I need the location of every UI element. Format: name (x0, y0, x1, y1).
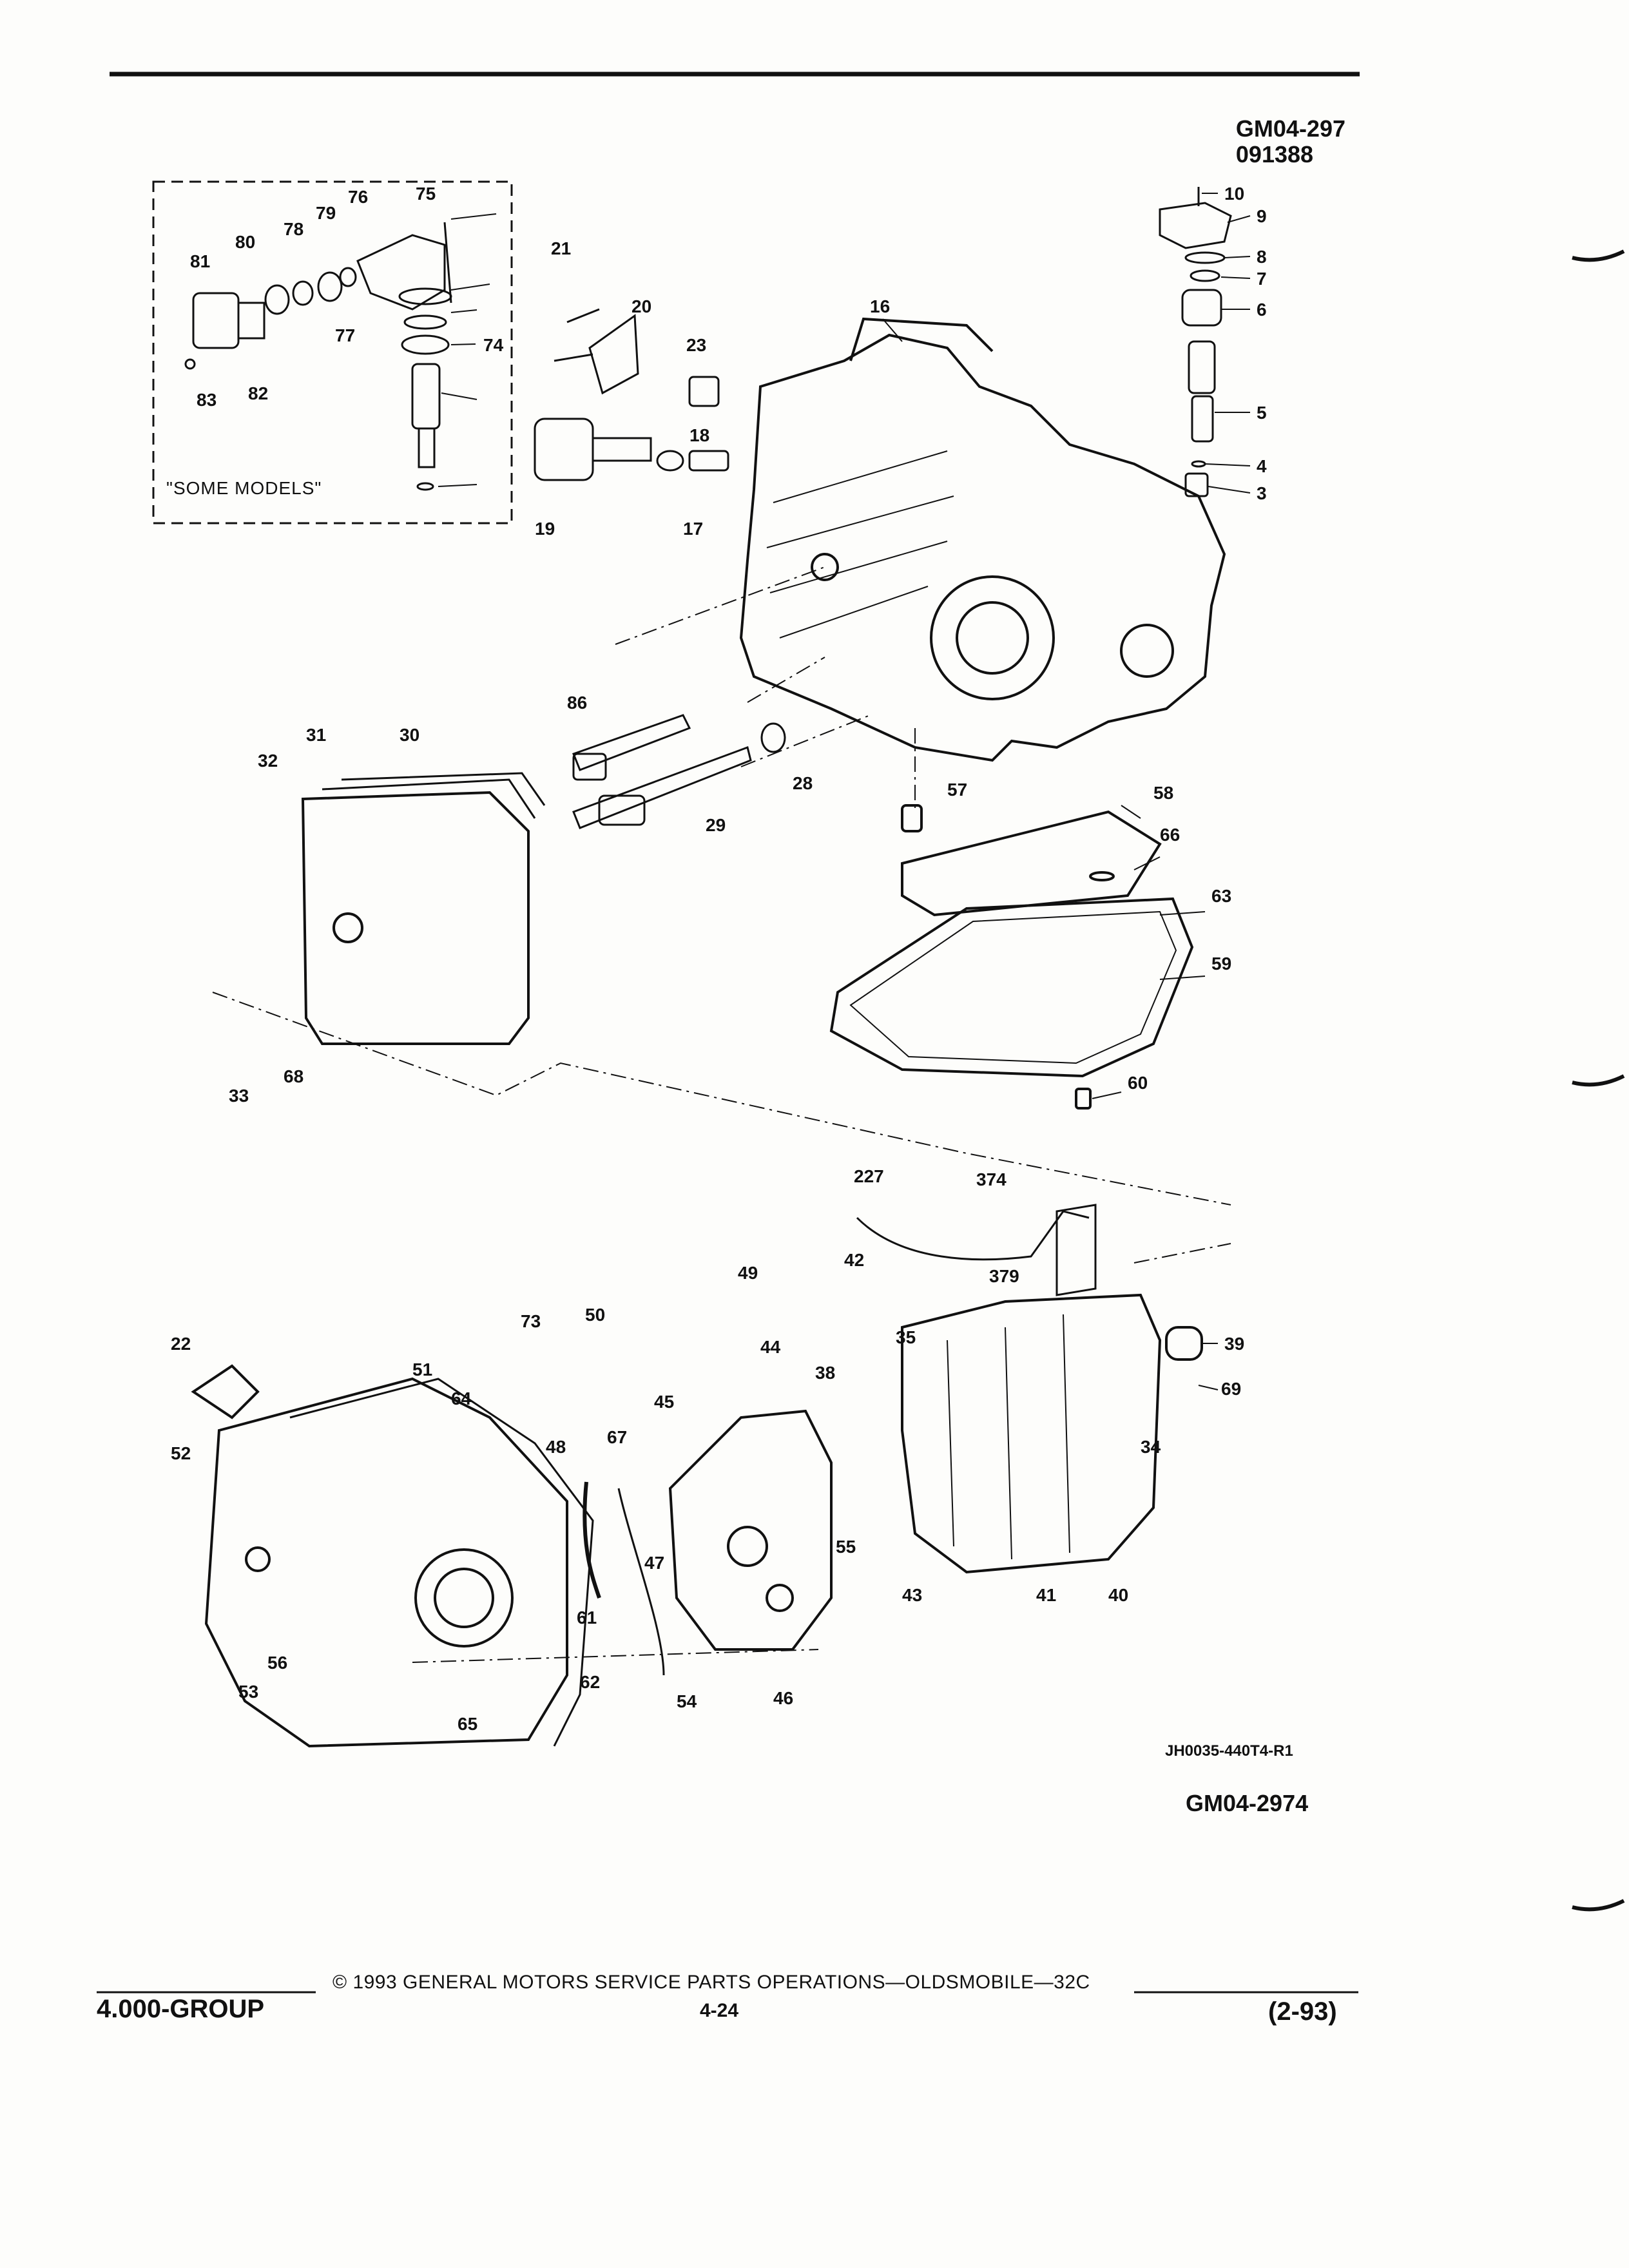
header-doc-code: GM04-297 091388 (1236, 116, 1345, 168)
callout-56: 56 (267, 1653, 287, 1673)
callout-39: 39 (1224, 1334, 1244, 1354)
header-number-line: 091388 (1235, 141, 1314, 168)
callout-86: 86 (567, 693, 587, 713)
callout-62: 62 (580, 1672, 600, 1692)
callout-57: 57 (947, 780, 967, 800)
callout-49: 49 (738, 1263, 758, 1283)
governor-and-sensor-parts (534, 308, 729, 481)
callout-30: 30 (400, 725, 419, 745)
callout-47: 47 (644, 1553, 664, 1573)
footer-revision: (2-93) (1268, 1997, 1337, 2026)
callout-79: 79 (316, 203, 336, 223)
callout-8: 8 (1257, 247, 1267, 267)
callout-55: 55 (836, 1537, 856, 1557)
callout-44: 44 (760, 1337, 781, 1357)
inset-box (152, 180, 513, 524)
side-cover (191, 1364, 594, 1748)
callout-76: 76 (348, 187, 368, 207)
callout-227: 227 (854, 1166, 884, 1186)
callout-29: 29 (706, 815, 726, 835)
callout-52: 52 (171, 1443, 191, 1463)
callout-65: 65 (458, 1714, 477, 1734)
callout-34: 34 (1141, 1437, 1161, 1457)
callout-18: 18 (689, 425, 709, 445)
callout-38: 38 (815, 1363, 835, 1383)
callout-3: 3 (1257, 483, 1267, 503)
control-valve-body-44 (668, 1409, 833, 1651)
filter-and-pan (829, 804, 1194, 1110)
callout-33: 33 (229, 1086, 249, 1106)
callout-leaders (438, 193, 1251, 1390)
callout-61: 61 (577, 1608, 597, 1628)
callout-60: 60 (1128, 1073, 1148, 1093)
inset-speedo-assembly (184, 222, 452, 491)
callout-73: 73 (521, 1311, 541, 1331)
callout-54: 54 (677, 1691, 697, 1711)
transmission-case (739, 317, 1226, 762)
callout-22: 22 (171, 1334, 191, 1354)
callout-4: 4 (1257, 456, 1267, 476)
callout-78: 78 (284, 219, 304, 239)
callout-16: 16 (870, 296, 890, 316)
callout-5: 5 (1257, 403, 1267, 423)
callout-45: 45 (654, 1392, 674, 1412)
callout-9: 9 (1257, 206, 1267, 226)
callout-42: 42 (844, 1250, 864, 1270)
callout-21: 21 (551, 238, 571, 258)
footer-page-number: 4-24 (700, 2000, 739, 2021)
callout-7: 7 (1257, 269, 1267, 289)
callout-80: 80 (235, 232, 255, 252)
right-speedo-stack (1159, 187, 1232, 497)
callout-20: 20 (631, 296, 651, 316)
callout-68: 68 (284, 1066, 304, 1086)
callout-43: 43 (902, 1585, 922, 1605)
footer-copyright: © 1993 GENERAL MOTORS SERVICE PARTS OPER… (333, 1972, 1090, 1993)
callout-66: 66 (1160, 825, 1180, 845)
wiring-harness (583, 1204, 1097, 1676)
callout-74: 74 (483, 335, 504, 355)
callout-6: 6 (1257, 300, 1267, 320)
callout-46: 46 (773, 1688, 793, 1708)
callout-51: 51 (412, 1360, 432, 1379)
figure-ref-code: JH0035-440T4-R1 (1165, 1742, 1293, 1760)
callout-374: 374 (976, 1169, 1007, 1189)
shafts (572, 714, 786, 829)
callout-67: 67 (607, 1427, 627, 1447)
leader-guides (212, 566, 1231, 1663)
callout-32: 32 (258, 751, 278, 771)
callout-83: 83 (197, 390, 217, 410)
spacer-plate-gaskets (301, 772, 546, 1045)
callout-50: 50 (585, 1305, 605, 1325)
inset-note: "SOME MODELS" (166, 478, 322, 498)
callout-53: 53 (238, 1682, 258, 1702)
callout-75: 75 (416, 184, 436, 204)
callout-64: 64 (451, 1389, 472, 1408)
callout-48: 48 (546, 1437, 566, 1457)
valve-body-35 (901, 1293, 1203, 1574)
callout-77: 77 (335, 325, 355, 345)
callout-40: 40 (1108, 1585, 1128, 1605)
callout-63: 63 (1211, 886, 1231, 906)
callout-58: 58 (1153, 783, 1173, 803)
callout-23: 23 (686, 335, 706, 355)
figure-code: GM04-2974 (1186, 1790, 1309, 1816)
callout-379: 379 (989, 1266, 1019, 1286)
callout-69: 69 (1221, 1379, 1241, 1399)
callout-10: 10 (1224, 184, 1244, 204)
callout-31: 31 (306, 725, 326, 745)
callout-19: 19 (535, 519, 555, 539)
callout-35: 35 (896, 1327, 916, 1347)
callout-59: 59 (1211, 954, 1231, 974)
callout-28: 28 (793, 773, 813, 793)
header-code-line: GM04-297 (1235, 115, 1345, 142)
callout-labels: 3456789101617181920212223282930313233343… (171, 184, 1267, 1734)
callout-41: 41 (1036, 1585, 1056, 1605)
footer-group: 4.000-GROUP (97, 1995, 265, 2023)
callout-17: 17 (683, 519, 703, 539)
callout-82: 82 (248, 383, 268, 403)
callout-81: 81 (190, 251, 210, 271)
